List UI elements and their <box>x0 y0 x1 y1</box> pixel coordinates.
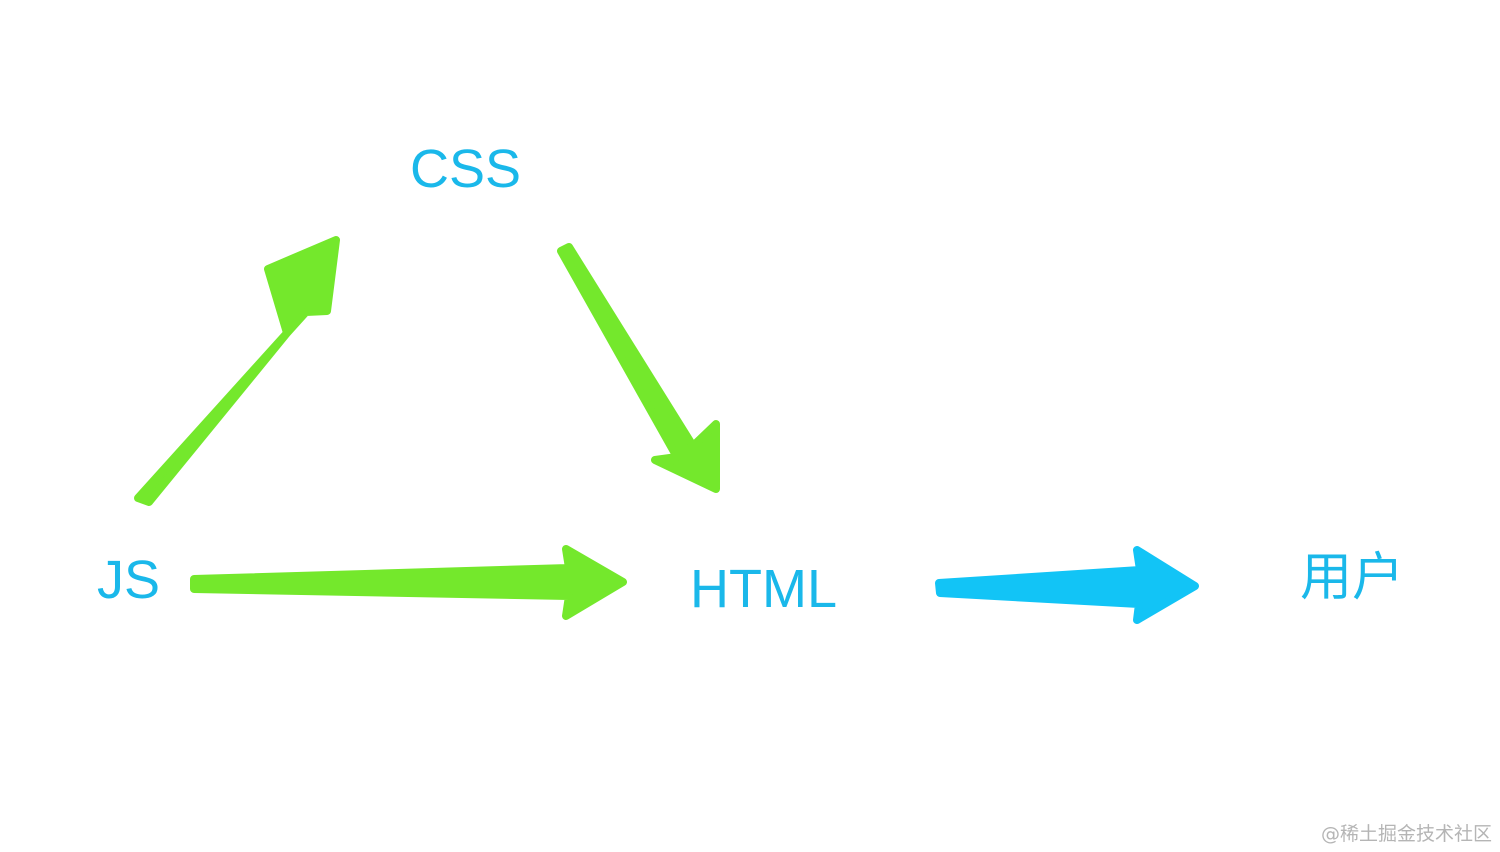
arrow-html-to-user <box>935 546 1199 624</box>
node-label-user: 用户 <box>1300 548 1405 608</box>
arrow-js-to-css <box>134 236 340 506</box>
arrow-css-to-html <box>557 243 720 493</box>
node-label-css: CSS <box>410 139 522 199</box>
node-label-html: HTML <box>690 559 837 619</box>
arrow-js-to-html <box>190 545 627 620</box>
watermark: @稀土掘金技术社区 <box>1320 823 1492 845</box>
node-label-js: JS <box>97 550 161 610</box>
